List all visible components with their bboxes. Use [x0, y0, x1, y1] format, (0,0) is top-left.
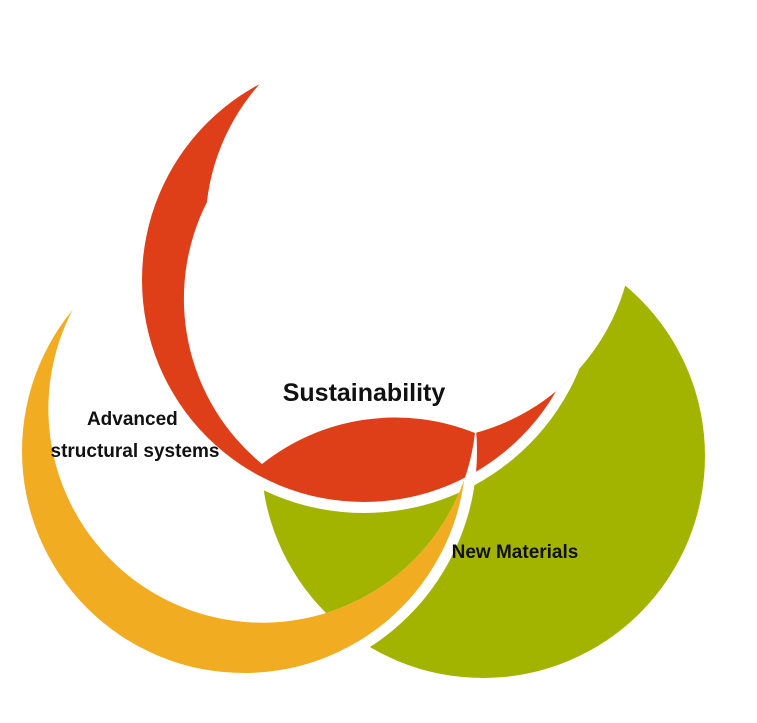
existing-infrastructure-label: Existing Infrastructure [273, 124, 476, 145]
new-materials-label: New Materials [452, 542, 579, 563]
advanced-structural-systems-label-line-1: Advanced [87, 409, 178, 430]
central-core [183, 12, 634, 465]
central-core-shape [183, 12, 634, 465]
advanced-structural-systems-label: Advanced structural systems [51, 409, 220, 462]
advanced-structural-systems-label-line-2: structural systems [51, 441, 220, 462]
new-materials-label-line-1: New Materials [452, 542, 579, 563]
existing-infrastructure-label-line-1: Existing Infrastructure [273, 124, 476, 145]
center-label: Sustainability [283, 379, 446, 407]
